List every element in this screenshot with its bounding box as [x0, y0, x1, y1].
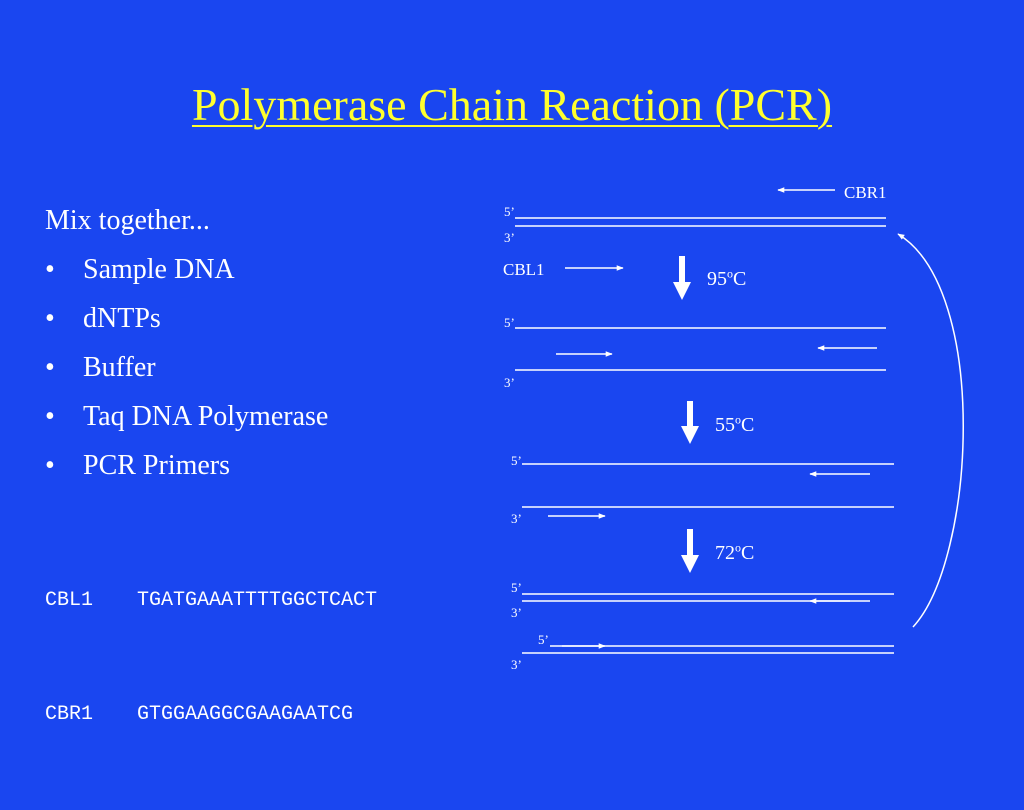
down-arrow-icon: [681, 401, 699, 444]
down-arrow-icon: [673, 256, 691, 300]
primer-row-cbr1: CBR1 GTGGAAGGCGAAGAATCG: [45, 696, 377, 734]
primer-sequences: CBL1 TGATGAAATTTTGGCTCACT CBR1 GTGGAAGGCGA…: [45, 506, 377, 810]
primer-label-cbl1: CBL1: [503, 260, 545, 279]
list-item: •PCR Primers: [45, 441, 377, 490]
bullet-icon: •: [45, 450, 55, 481]
five-prime-label: 5’: [504, 204, 515, 219]
three-prime-label: 3’: [511, 657, 522, 672]
primer-row-cbl1: CBL1 TGATGAAATTTTGGCTCACT: [45, 582, 377, 620]
primer-sequence: GTGGAAGGCGAAGAATCG: [137, 703, 354, 726]
primer-name: CBL1: [45, 589, 94, 612]
five-prime-label: 5’: [538, 632, 549, 647]
intro-text: Mix together...: [45, 205, 210, 236]
slide-title: Polymerase Chain Reaction (PCR): [191, 79, 833, 130]
five-prime-label: 5’: [511, 453, 522, 468]
list-item: •Taq DNA Polymerase: [45, 392, 377, 441]
three-prime-label: 3’: [511, 511, 522, 526]
down-arrow-icon: [681, 529, 699, 573]
temperature-95: 95oC: [707, 266, 747, 290]
primer-name: CBR1: [45, 703, 94, 726]
materials-panel: Mix together... •Sample DNA •dNTPs •Buff…: [45, 196, 377, 810]
bullet-icon: •: [45, 303, 55, 334]
bullet-icon: •: [45, 401, 55, 432]
temperature-72: 72oC: [715, 540, 755, 564]
bullet-icon: •: [45, 254, 55, 285]
list-item: •Sample DNA: [45, 245, 377, 294]
five-prime-label: 5’: [504, 315, 515, 330]
pcr-diagram: [515, 187, 964, 654]
list-item: •dNTPs: [45, 294, 377, 343]
temperature-55: 55oC: [715, 412, 755, 436]
primer-label-cbr1: CBR1: [844, 183, 887, 202]
three-prime-label: 3’: [511, 605, 522, 620]
cycle-arrow: [897, 233, 964, 628]
three-prime-label: 3’: [504, 375, 515, 390]
list-item: •Buffer: [45, 343, 377, 392]
primer-sequence: TGATGAAATTTTGGCTCACT: [137, 589, 378, 612]
five-prime-label: 5’: [511, 580, 522, 595]
three-prime-label: 3’: [504, 230, 515, 245]
bullet-icon: •: [45, 352, 55, 383]
ingredient-list: •Sample DNA •dNTPs •Buffer •Taq DNA Poly…: [45, 245, 377, 490]
